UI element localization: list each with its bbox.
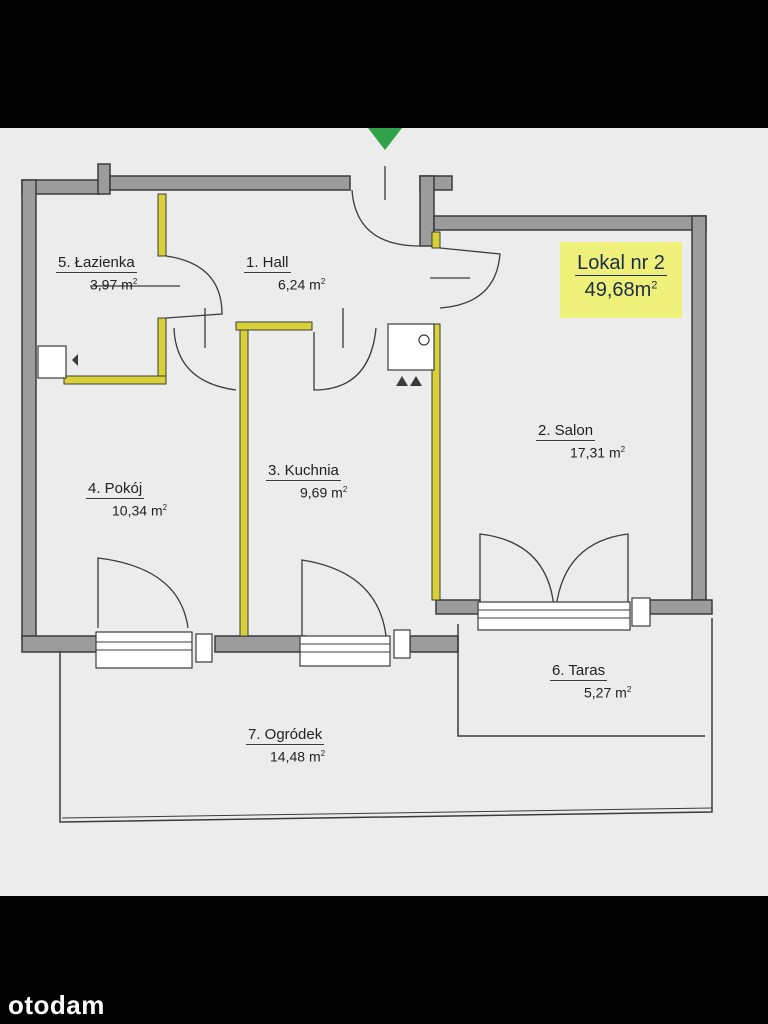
radiator-icon-3 bbox=[631, 597, 651, 627]
partition-bath-top bbox=[157, 193, 167, 257]
kitchen-appliance-icon bbox=[387, 323, 435, 371]
floor-plan-photo: 5. Łazienka 3,97 m2 1. Hall 6,24 m2 2. S… bbox=[0, 128, 768, 896]
salon-window bbox=[477, 601, 631, 631]
watermark-logo: otodam bbox=[8, 990, 105, 1020]
wall-bottom-mid2 bbox=[409, 635, 459, 653]
room-area-kuchnia: 9,69 m2 bbox=[300, 484, 348, 501]
wall-top-hall bbox=[109, 175, 351, 191]
room-name-kuchnia: 3. Kuchnia bbox=[266, 462, 341, 481]
kuchnia-balcony-door-swing bbox=[301, 559, 387, 637]
radiator-icon-2 bbox=[393, 629, 411, 659]
exterior-walls bbox=[21, 163, 713, 653]
partition-kitchen-left bbox=[239, 323, 249, 637]
outdoor-outlines bbox=[59, 618, 713, 823]
kitchen-door-swing bbox=[313, 327, 377, 391]
radiator-icon bbox=[195, 633, 213, 663]
wall-bottom-mid1 bbox=[214, 635, 306, 653]
wall-entrance-post bbox=[419, 175, 435, 247]
door-swings bbox=[90, 166, 629, 637]
room-name-taras: 6. Taras bbox=[550, 662, 608, 681]
partition-bath-floor bbox=[63, 375, 167, 385]
salon-balcony-door-left bbox=[479, 533, 555, 609]
room-name-pokoj: 4. Pokój bbox=[86, 480, 145, 499]
unit-total-area: 49,68m2 bbox=[584, 279, 658, 301]
room-name-salon: 2. Salon bbox=[536, 422, 596, 441]
room-door-swing bbox=[173, 327, 237, 391]
entrance-arrow-icon bbox=[368, 128, 402, 150]
wall-top-salon bbox=[433, 215, 707, 231]
wall-top-left-stub bbox=[97, 163, 111, 195]
wall-bottom-right bbox=[649, 599, 713, 615]
unit-name: Lokal nr 2 bbox=[575, 252, 667, 276]
kuchnia-window bbox=[299, 635, 391, 667]
room-name-ogrodek: 7. Ogródek bbox=[246, 726, 325, 745]
room-area-pokoj: 10,34 m2 bbox=[112, 502, 168, 519]
terrace-outline bbox=[457, 624, 705, 737]
partition-bath-bottom bbox=[157, 317, 167, 383]
fixtures bbox=[37, 323, 651, 663]
room-area-salon: 17,31 m2 bbox=[570, 444, 626, 461]
wall-bottom-salon-post bbox=[435, 599, 481, 615]
garden-outline bbox=[59, 618, 713, 823]
hall-salon-door-swing bbox=[439, 247, 501, 309]
partition-entrance bbox=[431, 231, 441, 249]
room-area-hall: 6,24 m2 bbox=[278, 276, 326, 293]
window-sills bbox=[95, 601, 631, 669]
wall-right bbox=[691, 215, 707, 601]
partition-salon-left bbox=[431, 323, 441, 601]
washbasin-icon bbox=[37, 345, 67, 379]
partition-kitchen-top bbox=[235, 321, 313, 331]
wall-left bbox=[21, 179, 37, 641]
wall-bottom-left bbox=[21, 635, 101, 653]
room-area-taras: 5,27 m2 bbox=[584, 684, 632, 701]
pokoj-balcony-door-swing bbox=[97, 557, 189, 629]
room-name-lazienka: 5. Łazienka bbox=[56, 254, 137, 273]
room-name-hall: 1. Hall bbox=[244, 254, 291, 273]
room-area-lazienka: 3,97 m2 bbox=[90, 276, 138, 293]
salon-balcony-door-right bbox=[555, 533, 629, 609]
unit-label-box: Lokal nr 2 49,68m2 bbox=[560, 242, 682, 318]
floor-plan-drawing bbox=[21, 128, 713, 823]
bathroom-door-swing bbox=[165, 255, 223, 319]
room-area-ogrodek: 14,48 m2 bbox=[270, 748, 326, 765]
entrance-door-swing bbox=[351, 189, 421, 247]
interior-partitions bbox=[63, 193, 441, 637]
